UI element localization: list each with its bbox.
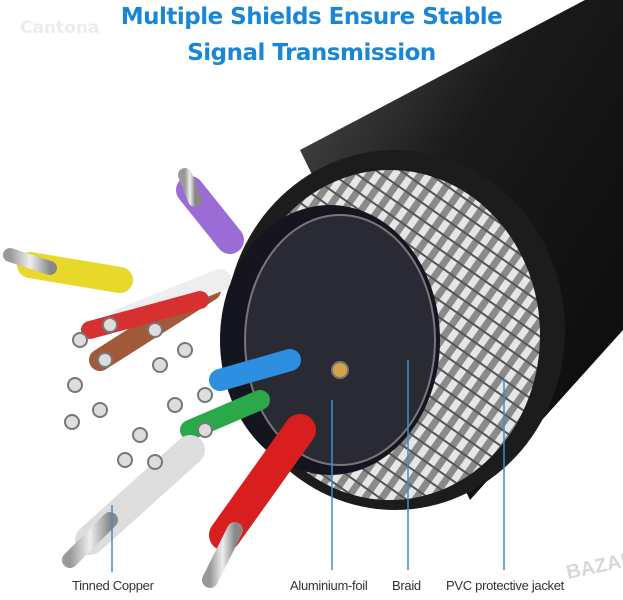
label-aluminium-foil: Aluminium-foil bbox=[290, 578, 368, 593]
label-braid: Braid bbox=[392, 578, 421, 593]
watermark-top: Cantona bbox=[20, 18, 100, 38]
wires bbox=[3, 168, 316, 588]
aluminium-foil bbox=[244, 214, 436, 466]
callout-lines bbox=[111, 360, 505, 572]
headline-line1: Multiple Shields Ensure Stable bbox=[120, 4, 503, 30]
label-tinned-copper: Tinned Copper bbox=[72, 578, 154, 593]
conductor-ends bbox=[64, 317, 349, 470]
headline-line2: Signal Transmission bbox=[187, 40, 436, 66]
label-pvc-jacket: PVC protective jacket bbox=[446, 578, 564, 593]
